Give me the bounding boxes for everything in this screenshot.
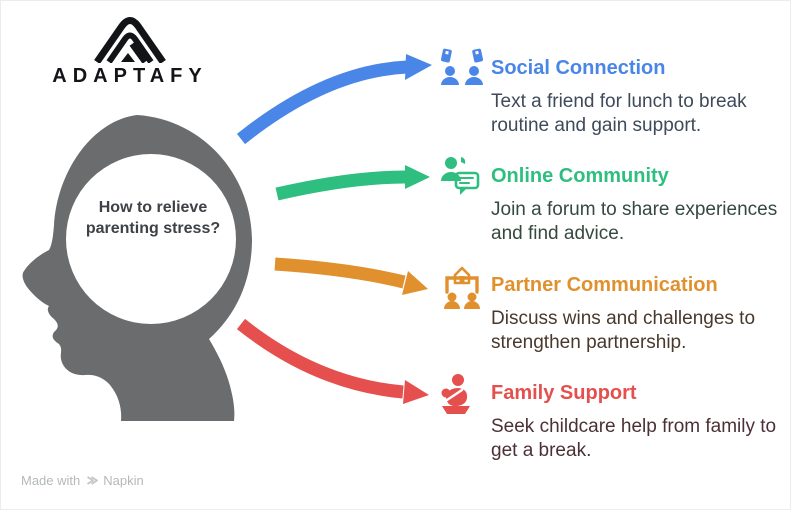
adaptafy-mountain-icon xyxy=(94,17,166,63)
made-with-napkin: Made with Napkin xyxy=(21,473,144,488)
arrow-family xyxy=(236,318,429,404)
brand-name: ADAPTAFY xyxy=(52,65,208,87)
arrow-social xyxy=(236,54,432,145)
made-with-label: Made with xyxy=(21,473,81,488)
central-question: How to relieve parenting stress? xyxy=(85,199,221,238)
partners-home-icon xyxy=(444,266,480,309)
caregiver-baby-icon xyxy=(441,374,470,414)
list-item-family-support: Family Support Seek childcare help from … xyxy=(439,374,779,463)
list-item-partner-communication: Partner Communication Discuss wins and c… xyxy=(439,266,779,355)
list-item-social-connection: Social Connection Text a friend for lunc… xyxy=(439,48,779,138)
item-description: Seek childcare help from family to get a… xyxy=(491,416,777,461)
item-title: Family Support xyxy=(491,382,637,404)
person-chat-icon xyxy=(441,157,480,195)
item-description: Join a forum to share experiences and fi… xyxy=(491,199,778,244)
item-title: Partner Communication xyxy=(491,274,718,296)
brand-logo: ADAPTAFY xyxy=(20,11,240,88)
item-description: Text a friend for lunch to break routine… xyxy=(491,91,747,136)
arrow-community xyxy=(275,165,430,201)
item-title: Social Connection xyxy=(491,57,666,79)
napkin-label: Napkin xyxy=(103,473,144,488)
item-description: Discuss wins and challenges to strengthe… xyxy=(491,308,756,353)
texting-people-icon xyxy=(441,48,483,85)
item-title: Online Community xyxy=(491,165,669,187)
napkin-icon xyxy=(87,476,99,485)
list-item-online-community: Online Community Join a forum to share e… xyxy=(439,157,779,246)
arrow-partner xyxy=(274,257,428,295)
head-silhouette xyxy=(22,115,252,421)
